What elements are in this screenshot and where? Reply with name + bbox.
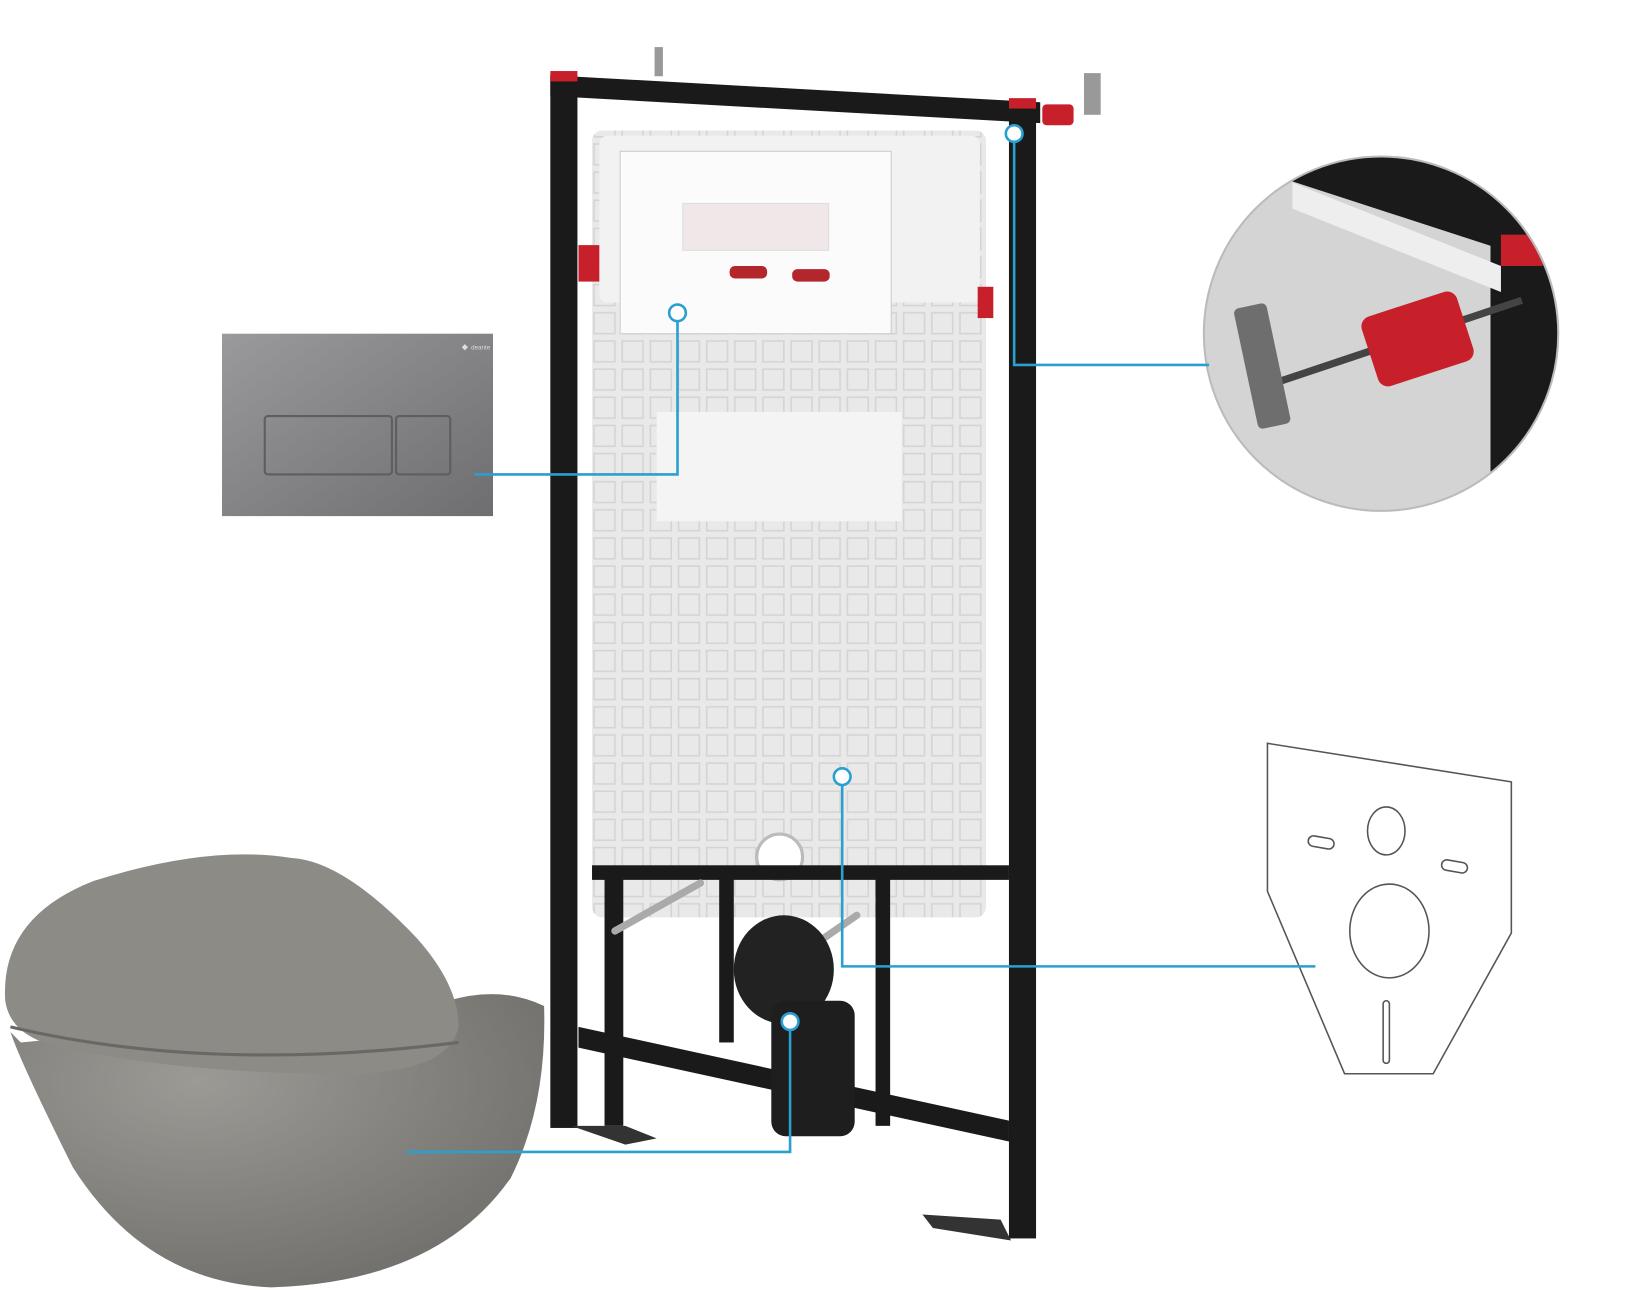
svg-text:deante: deante xyxy=(471,344,491,351)
wall-hung-toilet xyxy=(4,854,545,1288)
callout-soundproofing xyxy=(840,776,1316,968)
callout-lines xyxy=(406,123,1316,1154)
deante-logo: deante xyxy=(461,344,491,351)
callout-flush-plate xyxy=(474,312,679,476)
callout-toilet xyxy=(406,1021,792,1154)
flush-plate: deante xyxy=(222,333,494,517)
callout-bracket xyxy=(1012,133,1210,367)
installation-frame xyxy=(550,47,1101,1241)
soundproofing-mat xyxy=(1266,742,1513,1075)
mounting-bracket-detail xyxy=(1202,155,1560,512)
